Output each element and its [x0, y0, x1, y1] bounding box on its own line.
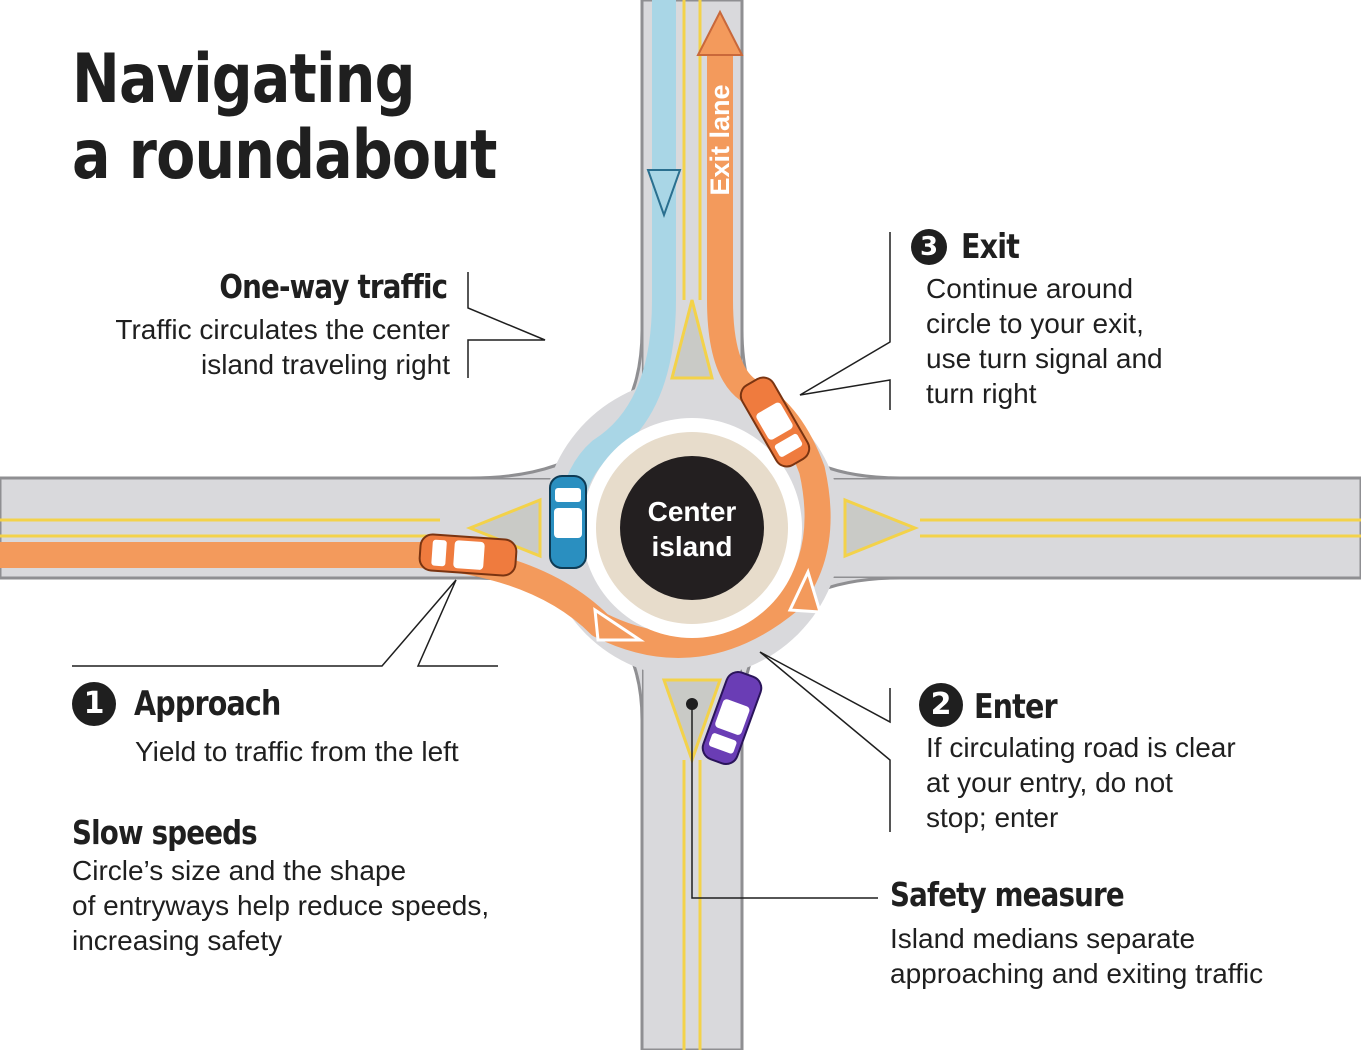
car-blue-circulating [549, 475, 587, 569]
slow-speeds-heading: Slow speeds [72, 813, 258, 852]
exit-lane-label: Exit lane [705, 84, 735, 196]
median-east [843, 497, 920, 559]
safety-heading: Safety measure [890, 875, 1125, 914]
one-way-heading: One-way traffic [219, 267, 448, 306]
center-island-label: Center island [647, 496, 737, 562]
median-north [670, 299, 714, 380]
approach-leader [72, 579, 498, 667]
slow-speeds-description: Circle’s size and the shape of entryways… [72, 855, 490, 956]
safety-leader [691, 704, 878, 899]
blue-path-arrow [646, 169, 682, 218]
step-3-heading: Exit [961, 227, 1020, 267]
car-purple-entering [701, 670, 763, 766]
step-2-description: If circulating road is clear at your ent… [926, 732, 1236, 833]
title-line-2: a roundabout [72, 116, 497, 195]
step-1-badge: 1 [72, 682, 116, 726]
safety-description: Island medians separate approaching and … [890, 923, 1264, 989]
safety-marker-dot [686, 698, 698, 710]
page-title: Navigating a roundabout [72, 42, 497, 194]
exit-lane-arrow [696, 9, 744, 56]
step-2-badge: 2 [919, 683, 963, 727]
step-3-badge: 3 [911, 229, 947, 265]
one-way-description: Traffic circulates the center island tra… [115, 314, 450, 380]
step-1-heading: Approach [134, 684, 281, 724]
enter-leader [759, 651, 891, 832]
exit-leader [799, 232, 891, 410]
title-line-1: Navigating [72, 40, 415, 119]
one-way-leader [467, 272, 546, 378]
center-island-group [582, 418, 802, 638]
center-island [620, 456, 764, 600]
step-3-description: Continue around circle to your exit, use… [926, 273, 1163, 409]
car-orange-approach [418, 533, 518, 577]
orange-direction-arrow-1 [593, 606, 645, 642]
step-2-heading: Enter [974, 687, 1058, 727]
step-1-description: Yield to traffic from the left [135, 736, 459, 767]
leader-lines [72, 232, 891, 899]
car-orange-exit [739, 376, 811, 468]
orange-direction-arrow-2 [787, 567, 823, 614]
